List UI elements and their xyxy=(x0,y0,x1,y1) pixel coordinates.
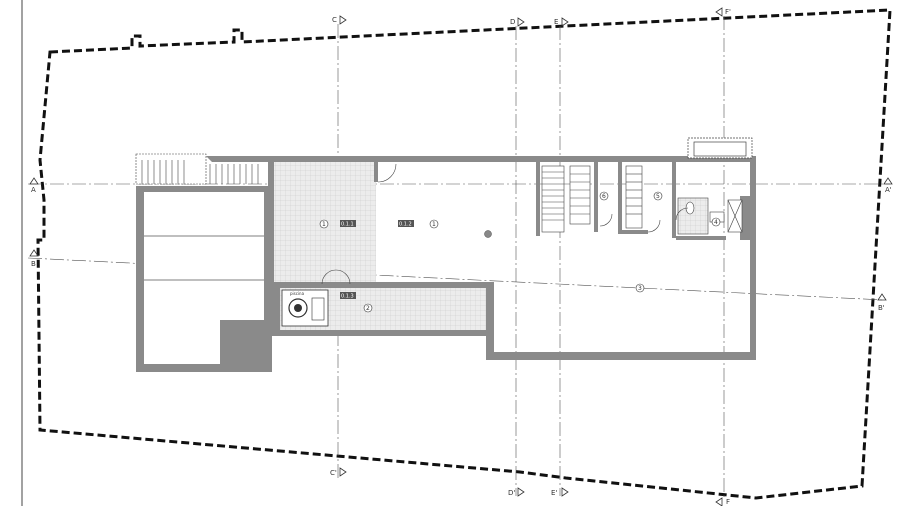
marker-c-top xyxy=(339,15,347,25)
room-number-4: 4 xyxy=(714,219,718,226)
room-number-6: 6 xyxy=(602,193,606,200)
marker-e-bottom xyxy=(561,487,569,497)
label-c-bottom: C' xyxy=(330,469,337,477)
label-d-top: D xyxy=(510,18,515,26)
external-stairs xyxy=(135,153,259,185)
pool-equipment xyxy=(281,289,329,327)
room-number-1a: 1 xyxy=(322,221,326,228)
marker-d-bottom xyxy=(517,487,525,497)
marker-c-bottom xyxy=(339,467,347,477)
label-d-bottom: D' xyxy=(508,489,515,497)
area-tags xyxy=(340,220,414,299)
label-e-bottom: E' xyxy=(551,489,557,497)
label-a-right: A' xyxy=(885,186,892,194)
doors xyxy=(321,163,689,285)
label-e-top: E xyxy=(554,18,558,26)
marker-f-top xyxy=(715,7,723,17)
room-number-2: 2 xyxy=(366,305,370,312)
label-f-bottom: F xyxy=(726,498,730,506)
area-tag-2: 0.1.2 xyxy=(399,222,412,228)
marker-b-right xyxy=(877,293,887,301)
label-f-top: F' xyxy=(725,8,731,16)
marker-b-left xyxy=(29,249,39,257)
interior-stairs xyxy=(541,165,643,233)
marker-a-right xyxy=(883,177,893,185)
area-tag-3: 0.1.3 xyxy=(341,294,354,300)
partitions xyxy=(374,162,750,240)
equipment-label: piscina xyxy=(290,291,305,296)
label-a-left: A xyxy=(31,186,36,194)
label-b-left: B xyxy=(31,260,36,268)
marker-a-left xyxy=(29,177,39,185)
section-markers xyxy=(29,7,893,506)
skylight xyxy=(687,137,753,159)
marker-d-top xyxy=(517,17,525,27)
label-c-top: C xyxy=(332,16,337,24)
area-tag-1: 0.1.1 xyxy=(341,222,354,228)
left-block xyxy=(136,186,272,372)
label-b-right: B' xyxy=(878,304,885,312)
room-number-1b: 1 xyxy=(432,221,436,228)
room-markers xyxy=(319,191,721,313)
room-number-3: 3 xyxy=(638,285,642,292)
floor-drain xyxy=(484,230,492,238)
bathroom-fixtures xyxy=(677,197,743,235)
marker-e-top xyxy=(561,17,569,27)
room-number-5: 5 xyxy=(656,193,660,200)
marker-f-bottom xyxy=(715,497,723,506)
property-boundary xyxy=(36,8,892,500)
